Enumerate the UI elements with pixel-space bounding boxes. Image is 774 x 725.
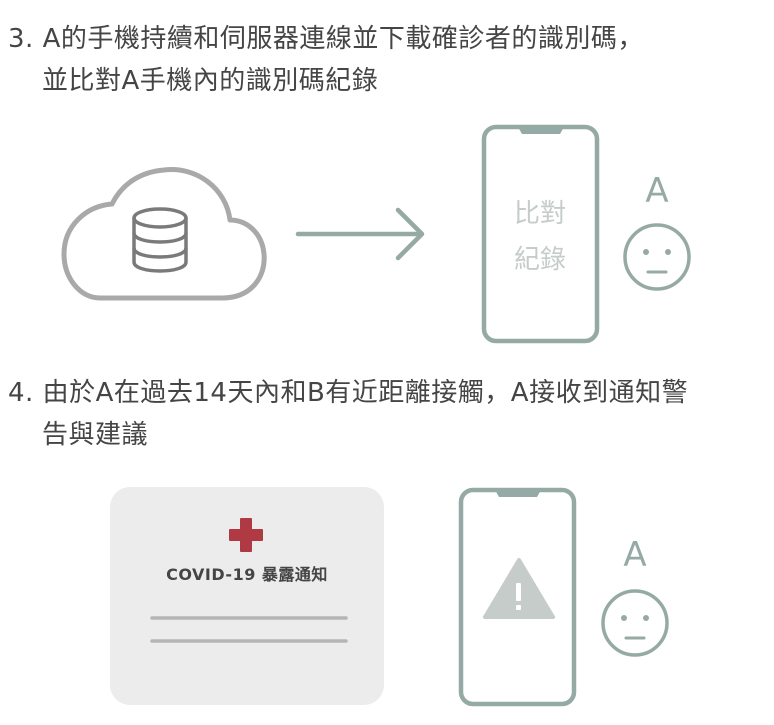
- step-4-line-2: 告與建議: [42, 420, 149, 450]
- step-3-text: 3. A的手機持續和伺服器連線並下載確診者的識別碼， 並比對A手機內的識別碼紀錄: [8, 18, 644, 102]
- person-label: A: [645, 171, 668, 211]
- arrow-right-icon: [295, 207, 425, 261]
- red-cross-icon: [229, 518, 263, 552]
- phone-text-line-1: 比對: [514, 199, 566, 229]
- step-3-line-1: 3. A的手機持續和伺服器連線並下載確診者的識別碼，: [8, 24, 644, 54]
- cloud-icon: [61, 167, 267, 301]
- step-4-line-1: 4. 由於A在過去14天內和B有近距離接觸，A接收到通知警: [8, 378, 689, 408]
- card-title: COVID-19 暴露通知: [166, 565, 328, 584]
- step-4-text: 4. 由於A在過去14天內和B有近距離接觸，A接收到通知警 告與建議: [8, 372, 688, 456]
- phone-icon: 比對 紀錄: [481, 124, 600, 344]
- database-icon: [132, 207, 188, 273]
- phone-text-line-2: 紀錄: [514, 245, 566, 275]
- neutral-face-icon: [623, 223, 691, 291]
- card-graphics: [150, 518, 348, 643]
- exposure-notification-card: COVID-19 暴露通知: [110, 487, 384, 705]
- warning-icon: [483, 558, 555, 619]
- neutral-face-icon: [601, 589, 669, 657]
- person-label: A: [623, 535, 646, 575]
- step-3-line-2: 並比對A手機內的識別碼紀錄: [42, 66, 379, 96]
- phone-icon: [458, 487, 577, 707]
